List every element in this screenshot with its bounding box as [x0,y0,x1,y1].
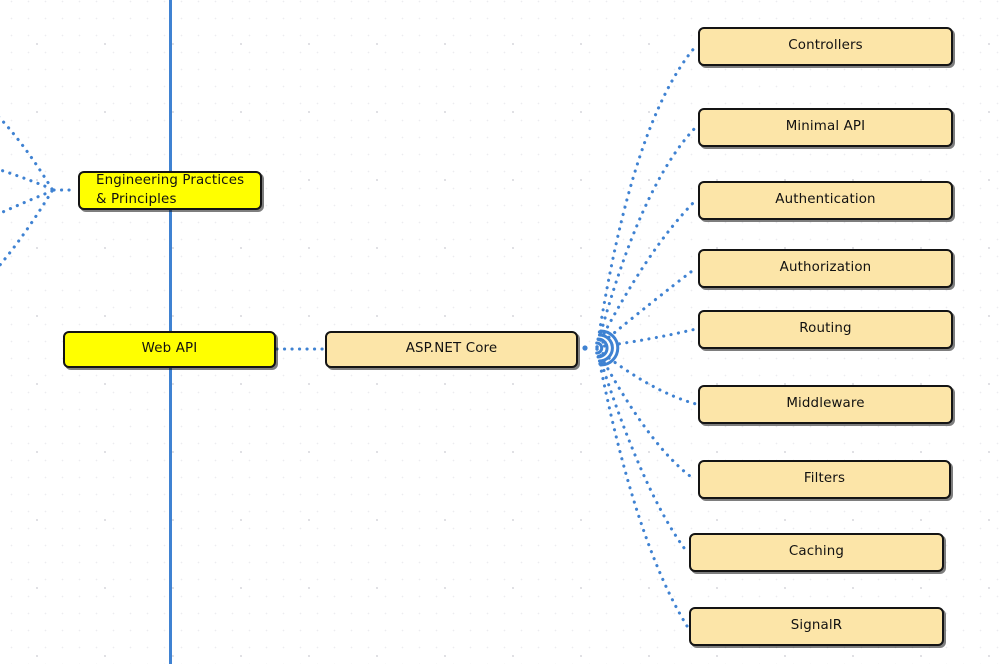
node-minimal-api[interactable]: Minimal API [698,108,953,147]
node-caching[interactable]: Caching [689,533,944,572]
node-web-api[interactable]: Web API [63,331,276,368]
node-label: ASP.NET Core [405,341,498,357]
node-engineering-practices[interactable]: Engineering Practices & Principles [78,171,262,210]
node-label: Filters [803,471,846,487]
node-controllers[interactable]: Controllers [698,27,953,66]
node-label: Minimal API [785,119,866,135]
node-aspnet-core[interactable]: ASP.NET Core [325,331,578,368]
node-filters[interactable]: Filters [698,460,951,499]
node-label: Routing [799,321,852,337]
node-label: Web API [141,341,198,357]
node-label: Controllers [788,38,863,54]
node-authorization[interactable]: Authorization [698,249,953,288]
node-label: Middleware [786,396,865,412]
node-authentication[interactable]: Authentication [698,181,953,220]
node-routing[interactable]: Routing [698,310,953,349]
node-label: Authorization [779,260,872,276]
node-label: Authentication [775,192,876,208]
node-middleware[interactable]: Middleware [698,385,953,424]
node-label: Caching [788,544,845,560]
node-label: Engineering Practices & Principles [96,173,245,207]
node-signalr[interactable]: SignalR [689,607,944,646]
node-label: SignalR [790,618,843,634]
